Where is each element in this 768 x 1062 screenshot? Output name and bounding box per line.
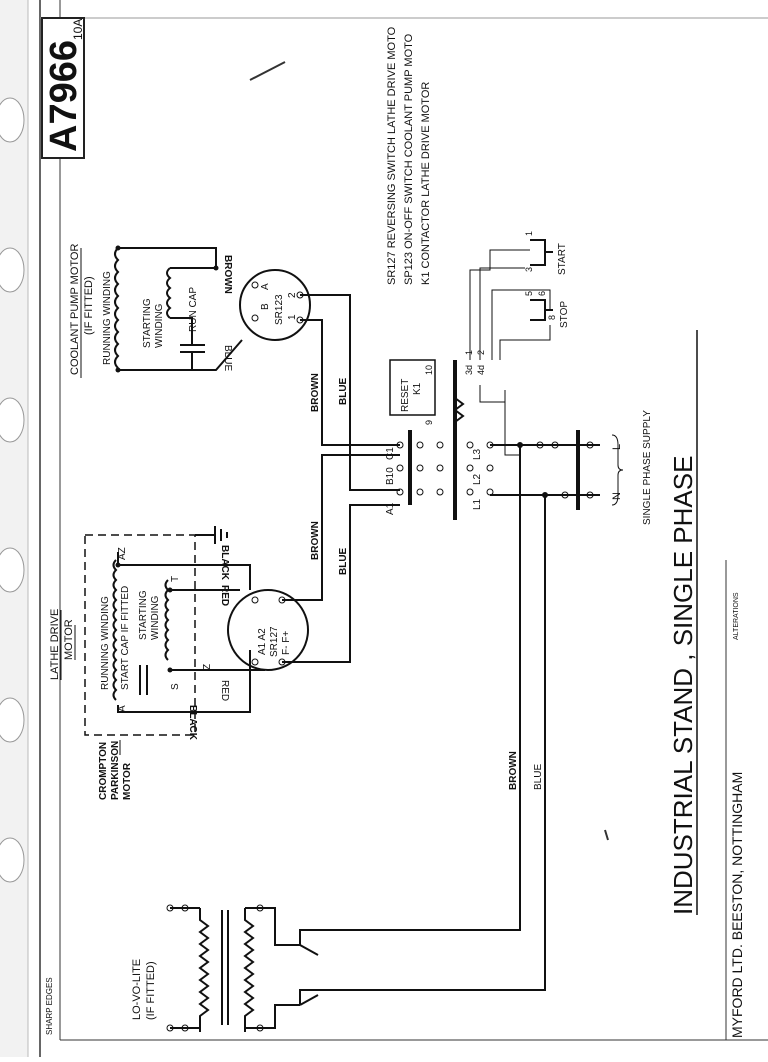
lathe-starting-winding-1: STARTING [138, 590, 149, 640]
contactor-t1: 1 [464, 350, 474, 355]
pushbutton-t5: 5 [524, 291, 534, 296]
coolant-term-1: 1 [287, 314, 298, 320]
coolant-pump-motor: COOLANT PUMP MOTOR (IF FITTED) RUNNING W… [69, 244, 311, 378]
company-name: MYFORD LTD. BEESTON, NOTTINGHAM [729, 772, 745, 1038]
lathe-wire-red-top: RED [219, 585, 230, 606]
push-buttons: 1 3 START 5 6 8 STOP [524, 231, 570, 328]
drawing-number: A7966 [43, 40, 85, 152]
supply-line: L [611, 444, 623, 450]
lathe-running-winding: RUNNING WINDING [100, 596, 111, 690]
coolant-starting-winding-2: WINDING [154, 303, 165, 348]
lathe-term-az: AZ [117, 547, 128, 560]
alterations-label: ALTERATIONS [733, 592, 740, 640]
single-phase-supply: L N SINGLE PHASE SUPPLY [490, 410, 653, 525]
contactor-l1: L1 [472, 498, 483, 510]
contactor-k1-label: K1 [412, 382, 423, 395]
coolant-term-b: B [260, 303, 271, 310]
lamp-label-1: LO-VO-LITE [131, 959, 143, 1020]
sharp-edges-label: SHARP EDGES [45, 977, 54, 1035]
wire-blue-lower: BLUE [338, 547, 349, 575]
legend-line-1: SR127 REVERSING SWITCH LATHE DRIVE MOTO [386, 26, 398, 285]
lathe-title-1: LATHE DRIVE [49, 609, 61, 680]
contactor-t9: 9 [424, 420, 434, 425]
lathe-switch-label: SR127 [269, 626, 280, 657]
wire-brown-upper: BROWN [310, 373, 321, 412]
contactor-k1: RESET K1 10 9 C1 B10 A1 L1 L2 L3 [385, 249, 551, 520]
contactor-c1: C1 [385, 447, 396, 460]
lathe-wire-red-bottom: RED [219, 680, 230, 701]
lathe-wire-black-top: BLACK [219, 545, 230, 581]
coolant-wire-blue: BLUE [222, 345, 233, 371]
pushbutton-start: START [557, 243, 568, 275]
contactor-a1: A1 [385, 502, 396, 515]
wire-brown-lower: BROWN [310, 521, 321, 560]
coolant-term-2: 2 [287, 292, 298, 298]
coolant-wire-brown: BROWN [222, 255, 233, 294]
lathe-starting-winding-2: WINDING [150, 595, 161, 640]
legend-line-2: SP123 ON-OFF SWITCH COOLANT PUMP MOTO [403, 33, 415, 285]
contactor-contacts [396, 441, 494, 496]
contactor-t3d: 3d [464, 365, 474, 375]
lathe-term-z: Z [202, 664, 213, 670]
pushbutton-t8: 8 [547, 315, 557, 320]
lathe-switch-a1a2: A1 A2 [257, 628, 268, 655]
contactor-reset: RESET [400, 379, 411, 412]
contactor-t4d: 4d [476, 365, 486, 375]
motor-maker-2: PARKINSON [110, 741, 121, 800]
lathe-term-t: T [170, 576, 181, 582]
lathe-drive-motor: LATHE DRIVE MOTOR RUNNING WINDING START … [49, 526, 309, 800]
interconnect-wiring: BROWN BLUE BROWN BLUE BROWN BLUE [282, 294, 548, 1005]
lamp-label-2: (IF FITTED) [145, 961, 157, 1020]
diagram-title: INDUSTRIAL STAND , SINGLE PHASE [668, 456, 698, 915]
pushbutton-t1: 1 [524, 231, 534, 236]
coolant-term-a: A [260, 283, 271, 290]
coolant-running-winding: RUNNING WINDING [102, 271, 113, 365]
contactor-b10: B10 [385, 467, 396, 485]
lathe-switch-ff: F- F+ [281, 631, 292, 655]
contactor-l2: L2 [472, 473, 483, 485]
coolant-starting-winding-1: STARTING [142, 298, 153, 348]
contactor-l3: L3 [472, 448, 483, 460]
wire-brown-long: BROWN [508, 751, 519, 790]
coolant-title: COOLANT PUMP MOTOR [69, 244, 81, 375]
coolant-run-cap: RUN CAP [188, 287, 199, 332]
sheet-border [39, 0, 768, 1057]
motor-maker-1: CROMPTON [98, 742, 109, 800]
coolant-switch-label: SR123 [274, 294, 285, 325]
corner-mark: 10A [71, 19, 85, 40]
contactor-t10: 10 [424, 365, 434, 375]
pushbutton-stop: STOP [559, 301, 570, 328]
coolant-subtitle: (IF FITTED) [83, 276, 95, 335]
lathe-start-cap: START CAP IF FITTED [120, 586, 131, 690]
lathe-wire-black-bottom: BLACK [187, 705, 198, 741]
lathe-term-a: A [117, 705, 128, 712]
supply-neutral: N [611, 492, 623, 500]
lathe-title-2: MOTOR [63, 619, 75, 660]
switch-legend: SR127 REVERSING SWITCH LATHE DRIVE MOTO … [386, 26, 432, 285]
lo-vo-lite-transformer: LO-VO-LITE (IF FITTED) [131, 904, 319, 1032]
wire-blue-upper: BLUE [338, 377, 349, 405]
binding-strip [0, 0, 29, 1057]
lathe-term-s: S [170, 683, 181, 690]
supply-label: SINGLE PHASE SUPPLY [642, 410, 653, 525]
contactor-t2: 2 [476, 350, 486, 355]
motor-maker-3: MOTOR [122, 762, 133, 800]
pushbutton-t3: 3 [524, 267, 534, 272]
drawing-number-block: A7966 10A SHARP EDGES [41, 17, 85, 1035]
wire-blue-long: BLUE [533, 764, 544, 790]
pushbutton-t6: 6 [537, 291, 547, 296]
legend-line-3: K1 CONTACTOR LATHE DRIVE MOTOR [420, 82, 432, 285]
